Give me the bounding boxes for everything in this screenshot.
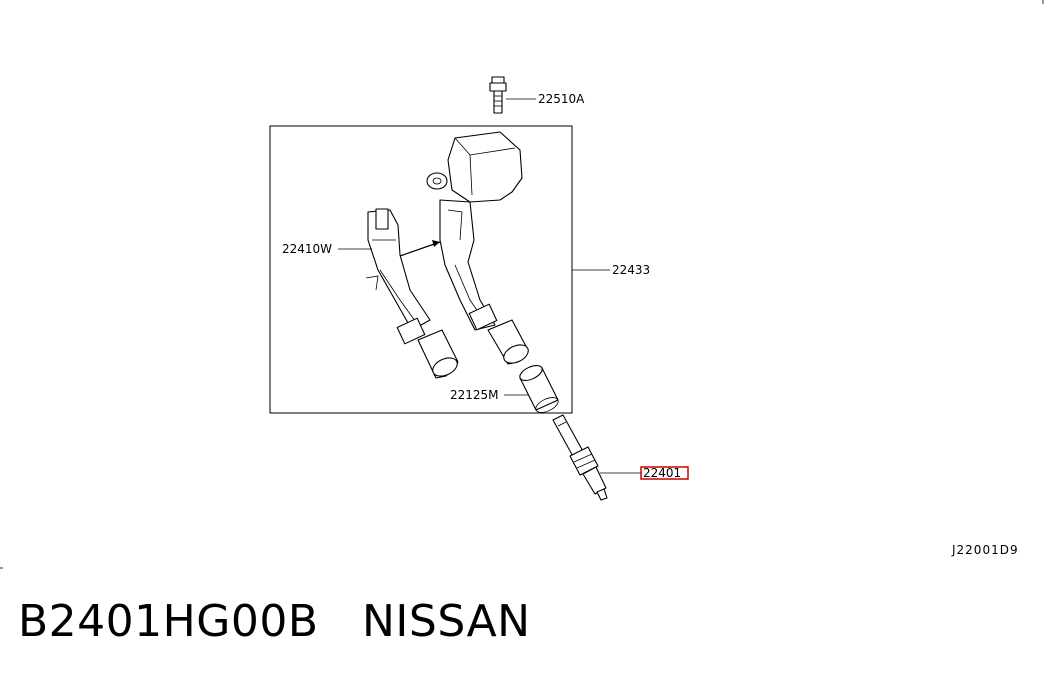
assembly-box: [269, 125, 573, 414]
boot-part: [519, 365, 559, 413]
callout-boot[interactable]: 22125M: [450, 388, 499, 402]
callout-bolt[interactable]: 22510A: [538, 92, 585, 106]
callout-spark-plug[interactable]: 22401: [643, 466, 681, 480]
drawing-reference: J22001D9: [952, 543, 1019, 557]
arrow-head-icon: [432, 240, 440, 247]
callout-coil-assembly[interactable]: 22433: [612, 263, 650, 277]
spark-plug-highlight: [640, 466, 689, 480]
part-number: B2401HG00B: [18, 596, 319, 647]
spark-plug-part: [552, 414, 608, 501]
callout-coil-left[interactable]: 22410W: [282, 242, 332, 256]
brand-name: NISSAN: [362, 596, 531, 647]
ignition-coil-right: [426, 131, 529, 365]
ignition-coil-left: [365, 208, 459, 379]
bolt-part: [489, 76, 507, 114]
footer-caption: B2401HG00B NISSAN: [18, 596, 531, 647]
